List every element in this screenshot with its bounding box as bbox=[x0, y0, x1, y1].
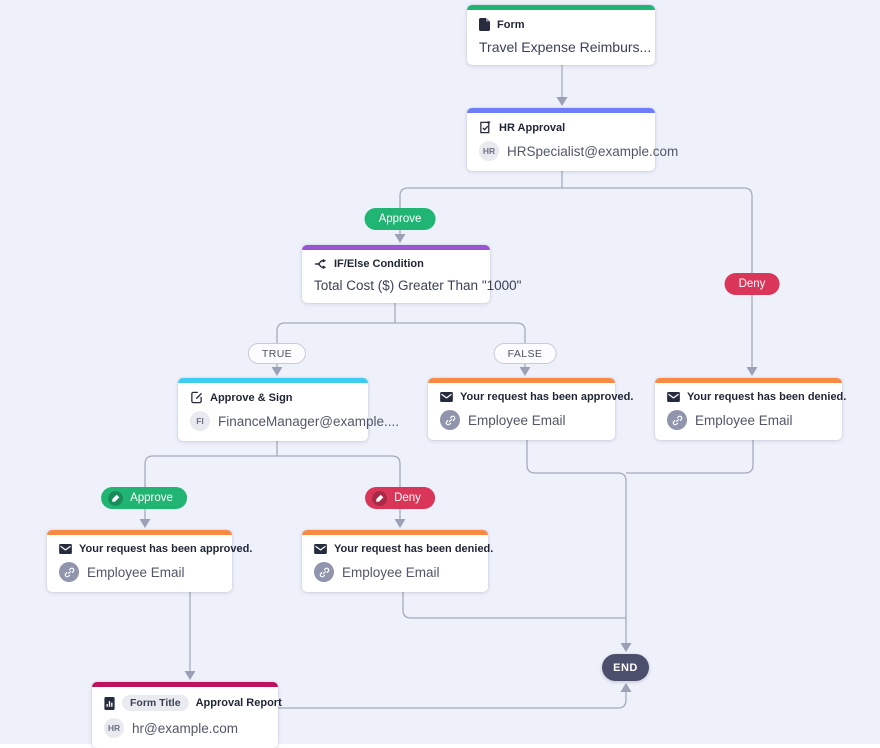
link-icon bbox=[672, 415, 682, 425]
form-node[interactable]: Form Travel Expense Reimburs... bbox=[467, 5, 655, 65]
hr-avatar: HR bbox=[479, 141, 499, 161]
link-avatar bbox=[440, 410, 460, 430]
envelope-icon bbox=[59, 544, 72, 554]
envelope-icon bbox=[440, 392, 453, 402]
branch-true-label: TRUE bbox=[261, 347, 293, 360]
email-approved-node-left[interactable]: Your request has been approved. Employee… bbox=[47, 530, 252, 592]
email-title: Your request has been denied. bbox=[334, 543, 494, 555]
email-title: Your request has been approved. bbox=[460, 391, 634, 403]
branch-approve-sign-pill[interactable]: Approve bbox=[101, 487, 187, 509]
email-recipient: Employee Email bbox=[87, 564, 185, 580]
link-icon bbox=[319, 567, 329, 577]
form-node-type: Form bbox=[497, 18, 525, 31]
email-accent bbox=[47, 530, 232, 535]
hr-approval-node[interactable]: HR Approval HR HRSpecialist@example.com bbox=[467, 108, 678, 171]
form-node-accent bbox=[467, 5, 655, 10]
email-recipient: Employee Email bbox=[342, 564, 440, 580]
report-title: Approval Report bbox=[195, 697, 282, 709]
if-else-node[interactable]: IF/Else Condition Total Cost ($) Greater… bbox=[302, 245, 522, 303]
if-else-condition: Total Cost ($) Greater Than "1000" bbox=[314, 278, 522, 293]
branch-condition-icon bbox=[314, 258, 327, 270]
fi-avatar: FI bbox=[190, 411, 210, 431]
branch-false-label: FALSE bbox=[507, 347, 543, 360]
hr-approval-title: HR Approval bbox=[499, 121, 566, 134]
email-accent bbox=[302, 530, 488, 535]
approval-icon bbox=[479, 121, 492, 134]
branch-deny-pill[interactable]: Deny bbox=[724, 273, 780, 295]
if-else-title: IF/Else Condition bbox=[334, 258, 424, 270]
branch-deny-sign-pill[interactable]: Deny bbox=[365, 487, 435, 509]
email-title: Your request has been approved. bbox=[79, 543, 253, 555]
branch-deny-label: Deny bbox=[394, 492, 421, 504]
document-icon bbox=[479, 18, 490, 31]
email-denied-node-mid[interactable]: Your request has been denied. Employee E… bbox=[302, 530, 493, 592]
approve-sign-assignee: FinanceManager@example.... bbox=[218, 413, 400, 429]
hr-approval-assignee: HRSpecialist@example.com bbox=[507, 143, 679, 159]
hr-avatar: HR bbox=[104, 718, 124, 738]
end-node[interactable]: END bbox=[602, 654, 649, 681]
branch-true-pill[interactable]: TRUE bbox=[247, 343, 307, 364]
approval-report-node[interactable]: Form Title Approval Report HR hr@example… bbox=[92, 682, 282, 748]
email-recipient: Employee Email bbox=[695, 412, 793, 428]
branch-deny-label: Deny bbox=[738, 278, 766, 290]
approve-sign-accent bbox=[178, 378, 368, 383]
link-icon bbox=[64, 567, 74, 577]
branch-false-pill[interactable]: FALSE bbox=[493, 343, 557, 364]
email-denied-node-right[interactable]: Your request has been denied. Employee E… bbox=[655, 378, 846, 440]
branch-approve-pill[interactable]: Approve bbox=[364, 208, 436, 230]
envelope-icon bbox=[667, 392, 680, 402]
email-accent bbox=[655, 378, 842, 383]
branch-approve-label: Approve bbox=[130, 492, 173, 504]
report-icon bbox=[104, 696, 115, 710]
sign-icon bbox=[190, 391, 203, 404]
form-node-title: Travel Expense Reimburs... bbox=[479, 39, 652, 55]
email-approved-node-false[interactable]: Your request has been approved. Employee… bbox=[428, 378, 633, 440]
if-else-accent bbox=[302, 245, 490, 250]
end-label: END bbox=[613, 661, 638, 674]
approve-sign-title: Approve & Sign bbox=[210, 391, 293, 404]
report-accent bbox=[92, 682, 278, 687]
email-recipient: Employee Email bbox=[468, 412, 566, 428]
email-title: Your request has been denied. bbox=[687, 391, 847, 403]
pen-icon bbox=[372, 490, 388, 506]
email-accent bbox=[428, 378, 615, 383]
link-avatar bbox=[314, 562, 334, 582]
form-title-badge: Form Title bbox=[122, 695, 189, 711]
link-icon bbox=[445, 415, 455, 425]
link-avatar bbox=[667, 410, 687, 430]
envelope-icon bbox=[314, 544, 327, 554]
hr-approval-accent bbox=[467, 108, 655, 113]
pen-icon bbox=[108, 490, 124, 506]
branch-approve-label: Approve bbox=[378, 213, 422, 225]
link-avatar bbox=[59, 562, 79, 582]
approve-sign-node[interactable]: Approve & Sign FI FinanceManager@example… bbox=[178, 378, 399, 441]
report-assignee: hr@example.com bbox=[132, 720, 238, 736]
